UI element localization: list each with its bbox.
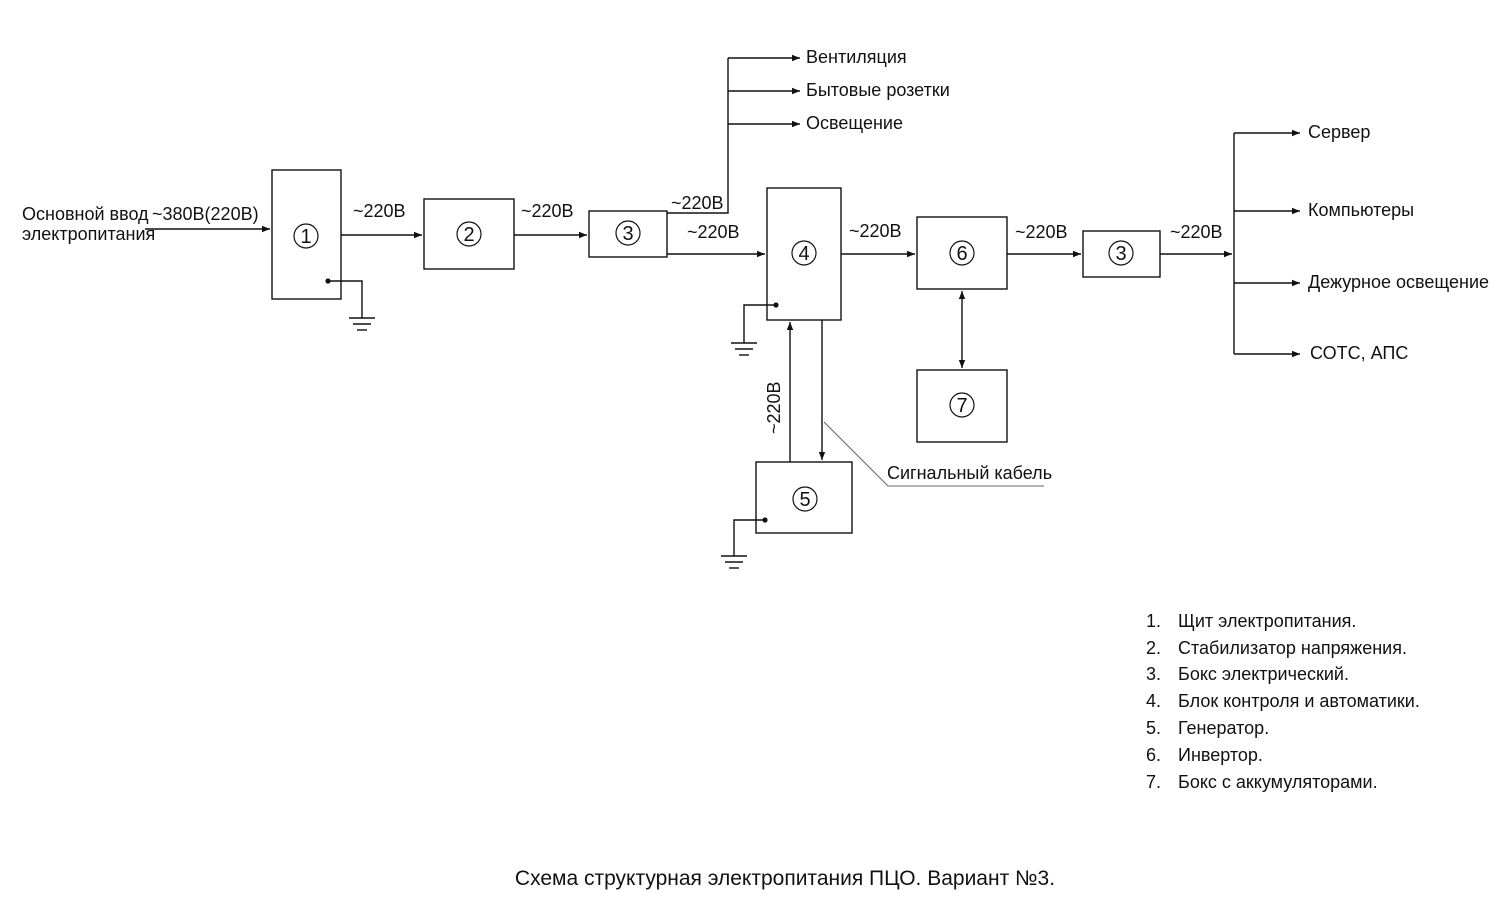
legend-num-2: 2. bbox=[1146, 638, 1161, 658]
legend-text-2: Стабилизатор напряжения. bbox=[1178, 638, 1407, 658]
voltage-main-input: ~380В(220В) bbox=[152, 204, 259, 224]
wire-b3-branch-vertical bbox=[667, 58, 729, 214]
block-3-box-a: 3 bbox=[588, 210, 668, 258]
branch-computers: Компьютеры bbox=[1308, 200, 1414, 220]
voltage-b3-top: ~220В bbox=[671, 193, 724, 213]
block-6-inverter: 6 bbox=[916, 216, 1008, 290]
block-1: 1 bbox=[271, 169, 375, 331]
block-5-number: 5 bbox=[799, 489, 810, 511]
block-3-box-b: 3 bbox=[1082, 230, 1161, 278]
legend-text-3: Бокс электрический. bbox=[1178, 664, 1349, 684]
ground-icon bbox=[721, 555, 747, 569]
legend-num-5: 5. bbox=[1146, 718, 1161, 738]
input-label-line2: электропитания bbox=[22, 224, 155, 244]
voltage-generator: ~220В bbox=[764, 381, 784, 434]
ground-icon bbox=[349, 317, 375, 331]
legend-text-6: Инвертор. bbox=[1178, 745, 1263, 765]
block-7-number: 7 bbox=[956, 395, 967, 417]
block-5-generator: 5 bbox=[721, 461, 853, 569]
branch-outlets: Бытовые розетки bbox=[806, 80, 950, 100]
voltage-b6-b3: ~220В bbox=[1015, 222, 1068, 242]
block-2: 2 bbox=[423, 198, 515, 270]
block-3b-number: 3 bbox=[1115, 243, 1126, 265]
diagram-caption: Схема структурная электропитания ПЦО. Ва… bbox=[515, 867, 1055, 890]
legend-num-4: 4. bbox=[1146, 691, 1161, 711]
block-6-number: 6 bbox=[956, 243, 967, 265]
branch-emergency-lighting: Дежурное освещение bbox=[1308, 272, 1489, 292]
branch-ventilation: Вентиляция bbox=[806, 47, 907, 67]
legend-num-3: 3. bbox=[1146, 664, 1161, 684]
voltage-b3-consumers: ~220В bbox=[1170, 222, 1223, 242]
legend-text-4: Блок контроля и автоматики. bbox=[1178, 691, 1420, 711]
block-1-number: 1 bbox=[300, 226, 311, 248]
block-4-number: 4 bbox=[798, 243, 809, 265]
voltage-b2-b3: ~220В bbox=[521, 201, 574, 221]
legend-text-1: Щит электропитания. bbox=[1178, 611, 1356, 631]
input-label-line1: Основной ввод bbox=[22, 204, 149, 224]
legend-num-7: 7. bbox=[1146, 772, 1161, 792]
block-4: 4 bbox=[731, 187, 842, 356]
legend-text-7: Бокс с аккумуляторами. bbox=[1178, 772, 1378, 792]
block-7-battery-box: 7 bbox=[916, 369, 1008, 443]
legend-text-5: Генератор. bbox=[1178, 718, 1269, 738]
branch-server: Сервер bbox=[1308, 122, 1370, 142]
block-2-number: 2 bbox=[463, 224, 474, 246]
signal-cable-label: Сигнальный кабель bbox=[887, 463, 1052, 483]
voltage-b1-b2: ~220В bbox=[353, 201, 406, 221]
voltage-b3-b4: ~220В bbox=[687, 222, 740, 242]
block-3a-number: 3 bbox=[622, 223, 633, 245]
legend-num-6: 6. bbox=[1146, 745, 1161, 765]
ground-icon bbox=[731, 342, 757, 356]
legend-num-1: 1. bbox=[1146, 611, 1161, 631]
voltage-b4-b6: ~220В bbox=[849, 221, 902, 241]
branch-security-fire-alarm: СОТС, АПС bbox=[1310, 343, 1408, 363]
signal-cable-leader bbox=[823, 421, 1044, 487]
legend: 1. Щит электропитания. 2. Стабилизатор н… bbox=[1146, 611, 1420, 792]
branch-lighting: Освещение bbox=[806, 113, 903, 133]
